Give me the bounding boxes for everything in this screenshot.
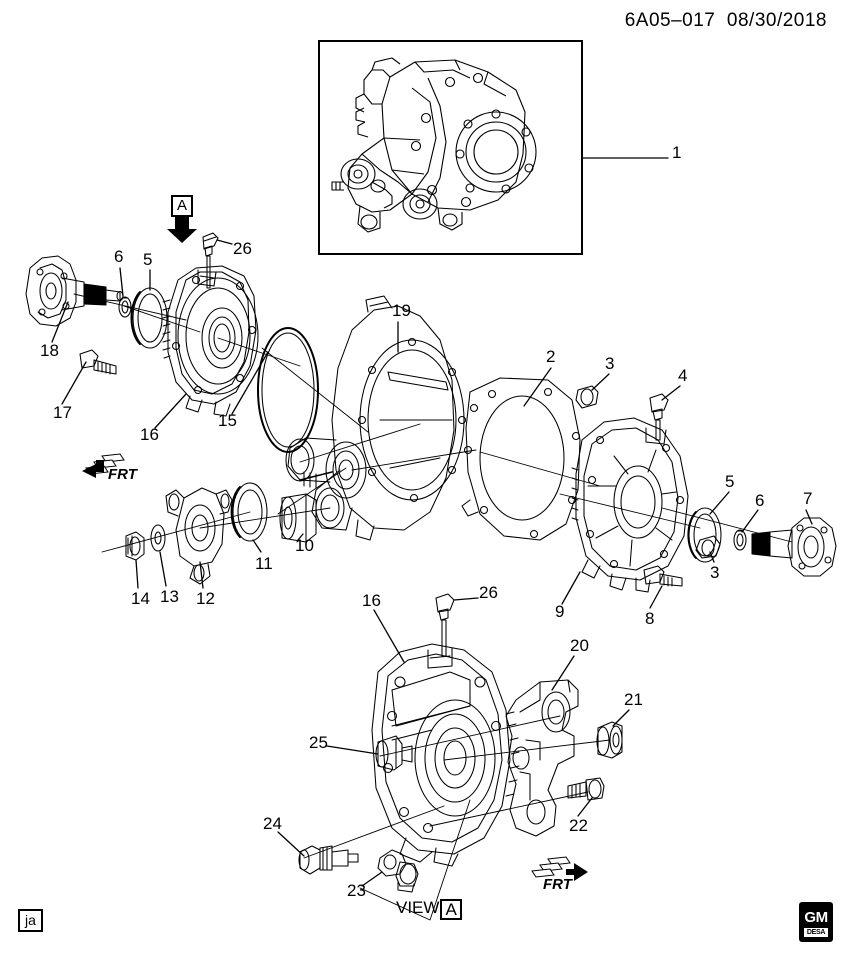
gm-logo-text: GM	[804, 908, 828, 926]
part-6-snap-ring-left	[118, 296, 132, 318]
part-12-flange-yoke	[165, 487, 233, 585]
callout-23: 23	[347, 881, 366, 900]
part-18-output-yoke-left	[25, 255, 124, 327]
frt-label-right: FRT	[543, 876, 572, 893]
callout-19: 19	[392, 301, 411, 320]
language-mark: ja	[18, 909, 43, 932]
callout-5-left: 5	[143, 250, 153, 269]
callout-6-right: 6	[755, 491, 765, 510]
part-21-bushing	[596, 721, 623, 759]
part-13-washer	[150, 524, 166, 552]
part-26-vent-upper	[202, 232, 219, 289]
part-14-nut	[125, 531, 145, 561]
view-a-letter: A	[440, 899, 462, 920]
callout-13: 13	[160, 587, 179, 606]
part-5-seal-right	[687, 507, 722, 563]
callout-24: 24	[263, 814, 282, 833]
section-a-marker: A	[171, 195, 193, 217]
callout-18: 18	[40, 341, 59, 360]
callout-1: 1	[672, 143, 682, 162]
callout-17: 17	[53, 403, 72, 422]
main-assembly-box	[318, 40, 583, 255]
part-16-axle-housing-cover-viewa	[371, 643, 520, 867]
part-17-bolt	[79, 349, 117, 375]
part-23-sensor-switch	[377, 849, 419, 893]
main-assembly-illustration	[331, 57, 537, 233]
frt-label-left: FRT	[108, 466, 137, 483]
callout-8: 8	[645, 609, 655, 628]
callout-25: 25	[309, 733, 328, 752]
part-16-axle-housing-cover-upper	[162, 265, 259, 417]
part-26-vent-viewa	[435, 593, 455, 657]
callout-12: 12	[196, 589, 215, 608]
drawing-header-code: 6A05–017 08/30/2018	[624, 10, 827, 31]
gm-logo: GM DESA	[799, 902, 833, 942]
callout-2: 2	[546, 347, 556, 366]
part-15-o-ring	[257, 327, 319, 453]
callout-16-upper: 16	[140, 425, 159, 444]
view-a-text: VIEW	[396, 898, 440, 917]
part-6-snap-ring-right	[733, 529, 747, 551]
part-3-plug-upper	[575, 385, 599, 409]
callout-10: 10	[295, 536, 314, 555]
callout-7: 7	[803, 489, 813, 508]
part-9-cover-housing	[571, 417, 689, 593]
callout-14: 14	[131, 589, 150, 608]
part-2-gasket	[461, 377, 581, 541]
callout-3-upper: 3	[605, 354, 615, 373]
callout-3-lower: 3	[710, 563, 720, 582]
part-11-seal-ring	[230, 482, 268, 542]
callout-9: 9	[555, 602, 565, 621]
part-5-seal-left	[130, 287, 168, 349]
part-10-bushing-sleeve	[279, 493, 317, 543]
part-7-output-yoke-right	[751, 517, 837, 577]
frt-indicator-right	[531, 856, 588, 881]
part-19-differential-housing	[285, 295, 467, 541]
callout-15: 15	[218, 411, 237, 430]
callout-21: 21	[624, 690, 643, 709]
callout-26-upper: 26	[233, 239, 252, 258]
callout-20: 20	[570, 636, 589, 655]
callout-4: 4	[678, 366, 688, 385]
leader-lines	[51, 157, 813, 887]
callout-26-viewa: 26	[479, 583, 498, 602]
part-3-plug-lower	[695, 535, 721, 559]
part-22-bracket-bolt	[567, 777, 605, 801]
callout-11: 11	[255, 554, 273, 573]
gm-logo-subtext: DESA	[803, 927, 829, 937]
part-4-vent-fitting	[649, 393, 669, 441]
callout-6-left: 6	[114, 247, 124, 266]
section-a-arrow-icon	[167, 216, 197, 243]
part-24-drain-plug	[298, 845, 359, 875]
callout-22: 22	[569, 816, 588, 835]
part-25-fill-plug	[375, 735, 413, 771]
part-20-mounting-bracket	[505, 679, 579, 837]
frt-indicator-left	[82, 453, 125, 478]
callout-16-viewa: 16	[362, 591, 381, 610]
callout-5-right: 5	[725, 472, 735, 491]
assembly-centerlines	[73, 293, 793, 921]
part-8-bolt	[643, 565, 683, 587]
